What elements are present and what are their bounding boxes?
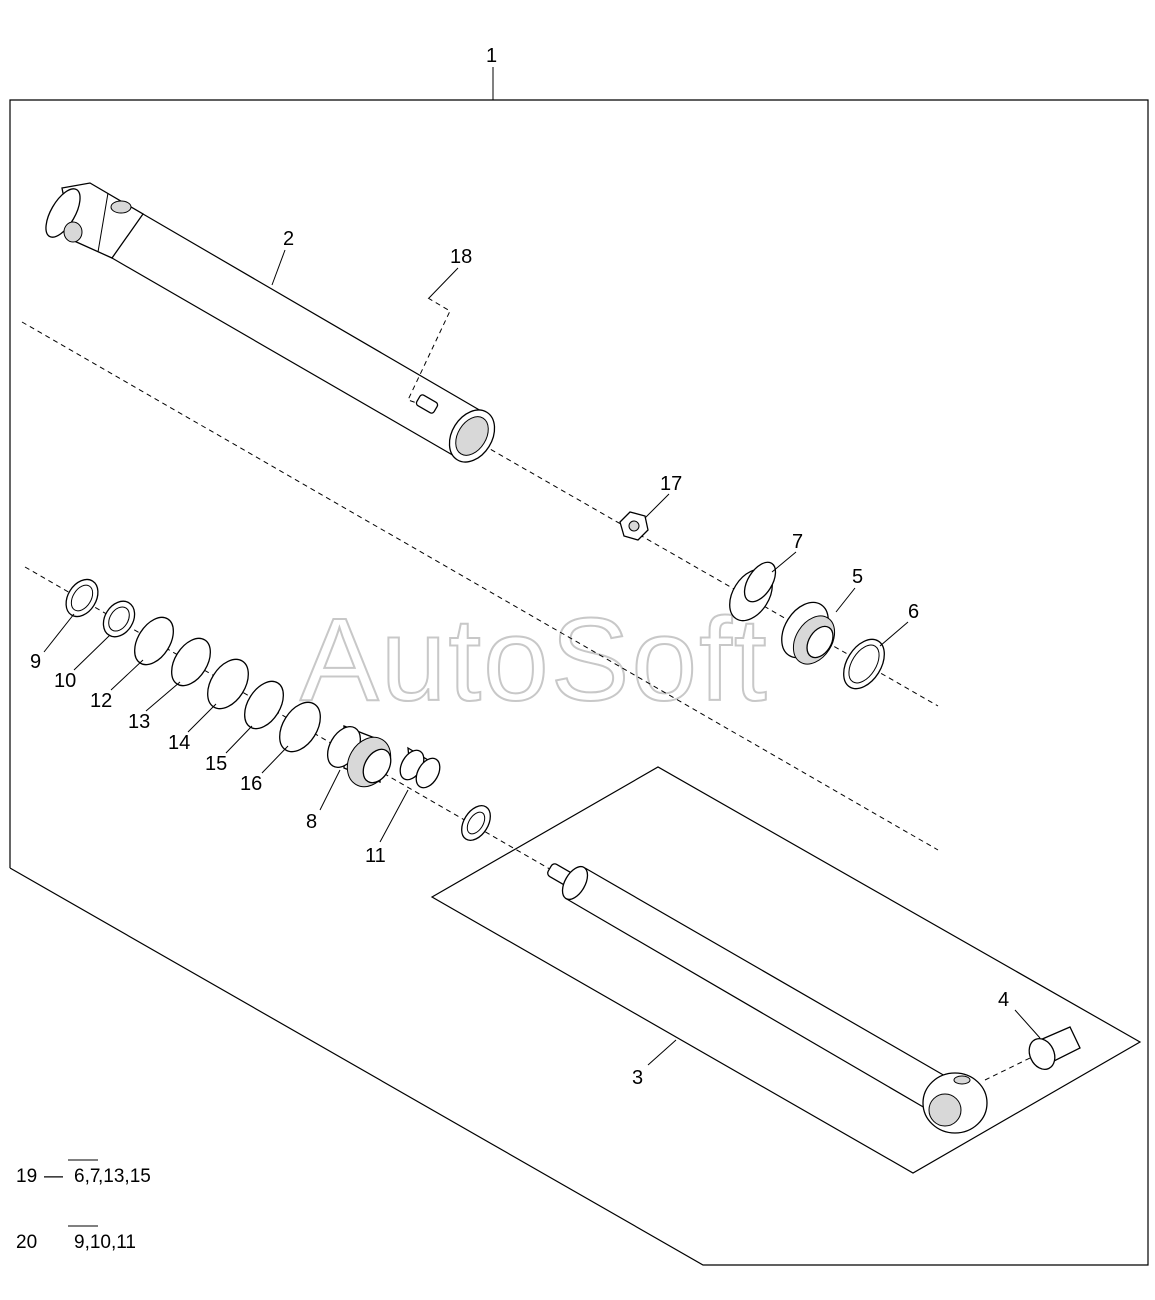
callout-18: 18 <box>450 246 472 268</box>
callout-8: 8 <box>306 811 317 833</box>
gland-head <box>326 725 392 788</box>
callout-3: 3 <box>632 1067 643 1089</box>
kit-list: 19 — 6,7 ,13,15 20 9,10,11 <box>16 1159 151 1253</box>
piston-rod <box>547 863 988 1134</box>
wiper-ring <box>461 805 491 841</box>
callout-9: 9 <box>30 651 41 673</box>
callout-5: 5 <box>852 566 863 588</box>
rod-outline <box>430 766 1142 1174</box>
kit-20-parts-over: 9,10,11 <box>74 1232 136 1253</box>
callout-13: 13 <box>128 711 150 733</box>
seal-ring-6 <box>843 638 885 690</box>
kit-19-parts-over: 6,7 <box>74 1166 100 1187</box>
cylinder-barrel <box>45 182 496 463</box>
assembly-outline <box>9 67 1149 1266</box>
callout-2: 2 <box>283 228 294 250</box>
callout-labels: 1 2 3 4 5 6 7 8 9 10 11 12 13 14 15 16 1… <box>30 45 1009 1089</box>
callout-17: 17 <box>660 473 682 495</box>
kit-20-number: 20 <box>16 1232 37 1253</box>
kit-19-dash: — <box>44 1166 63 1187</box>
seal-rings-group <box>65 578 321 753</box>
bushing-11 <box>399 746 441 789</box>
callout-12: 12 <box>90 690 112 712</box>
callout-4: 4 <box>998 989 1009 1011</box>
kit-19-parts-rest: ,13,15 <box>98 1166 151 1187</box>
wear-ring-7 <box>729 561 777 622</box>
piston <box>781 601 836 665</box>
callout-10: 10 <box>54 670 76 692</box>
callout-14: 14 <box>168 732 190 754</box>
leader-lines <box>43 249 1041 1066</box>
callout-1: 1 <box>486 45 497 67</box>
kit-19-number: 19 <box>16 1166 37 1187</box>
rod-end-bushing <box>1028 1026 1081 1071</box>
nut <box>619 511 649 541</box>
callout-6: 6 <box>908 601 919 623</box>
callout-11: 11 <box>365 845 386 867</box>
callout-16: 16 <box>240 773 262 795</box>
watermark-text: AutoSoft <box>300 594 769 726</box>
callout-7: 7 <box>792 531 803 553</box>
callout-15: 15 <box>205 753 227 775</box>
